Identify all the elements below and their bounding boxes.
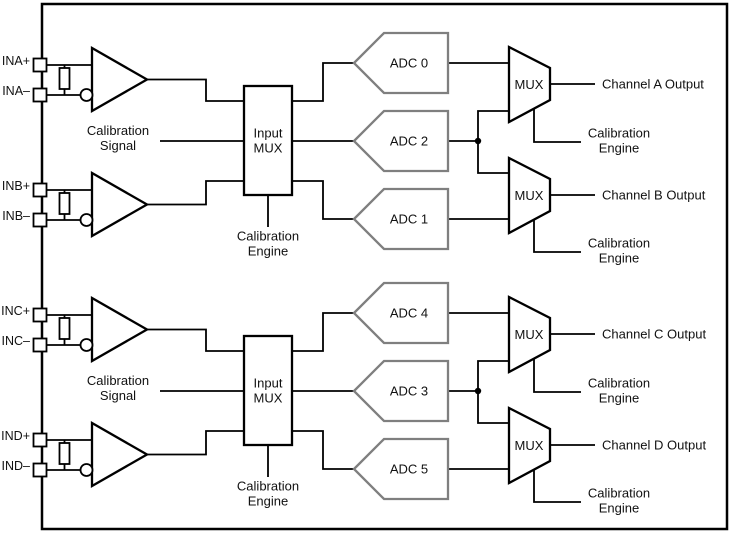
channel-output-label: Channel D Output	[602, 438, 706, 453]
calibration-engine-label: Engine	[599, 251, 639, 266]
input-mux-label: Input	[254, 376, 283, 391]
calibration-engine-label: Engine	[599, 501, 639, 516]
calibration-engine-label: Engine	[599, 141, 639, 156]
calibration-engine-label: Calibration	[588, 126, 650, 141]
channel-group-ab-labels: INA+ INA– INB+ INB– Calibration Signal I…	[2, 54, 706, 266]
pin-label: INB+	[2, 179, 30, 193]
calibration-engine-label: Engine	[599, 391, 639, 406]
adc-label: ADC 3	[390, 384, 428, 399]
adc-label: ADC 0	[390, 56, 428, 71]
mux-label: MUX	[515, 188, 544, 203]
channel-output-label: Channel A Output	[602, 77, 704, 92]
channel-output-label: Channel C Output	[602, 327, 706, 342]
calibration-signal-label: Signal	[100, 388, 136, 403]
calibration-signal-label: Calibration	[87, 123, 149, 138]
mux-label: MUX	[515, 327, 544, 342]
channel-output-label: Channel B Output	[602, 188, 706, 203]
calibration-engine-label: Calibration	[588, 486, 650, 501]
calibration-signal-label: Calibration	[87, 373, 149, 388]
calibration-engine-label: Calibration	[237, 229, 299, 244]
pin-label: INC–	[2, 334, 31, 348]
chip-boundary	[40, 2, 729, 531]
calibration-engine-label: Calibration	[588, 236, 650, 251]
calibration-signal-label: Signal	[100, 138, 136, 153]
pin-label: IND–	[2, 459, 31, 473]
pin-label: INA+	[2, 54, 30, 68]
pin-label: INC+	[1, 304, 30, 318]
calibration-engine-label: Calibration	[237, 479, 299, 494]
pin-label: INA–	[2, 84, 30, 98]
calibration-engine-label: Engine	[248, 244, 288, 259]
input-mux-label: MUX	[254, 141, 283, 156]
input-mux-label: MUX	[254, 391, 283, 406]
adc-label: ADC 4	[390, 306, 428, 321]
pin-label: IND+	[1, 429, 30, 443]
channel-group-cd-labels: INC+ INC– IND+ IND– Calibration Signal I…	[1, 304, 706, 516]
mux-label: MUX	[515, 438, 544, 453]
mux-label: MUX	[515, 77, 544, 92]
calibration-engine-label: Engine	[248, 494, 288, 509]
input-mux-label: Input	[254, 126, 283, 141]
adc-label: ADC 1	[390, 212, 428, 227]
pin-label: INB–	[2, 209, 30, 223]
calibration-engine-label: Calibration	[588, 376, 650, 391]
adc-label: ADC 5	[390, 462, 428, 477]
adc-label: ADC 2	[390, 134, 428, 149]
